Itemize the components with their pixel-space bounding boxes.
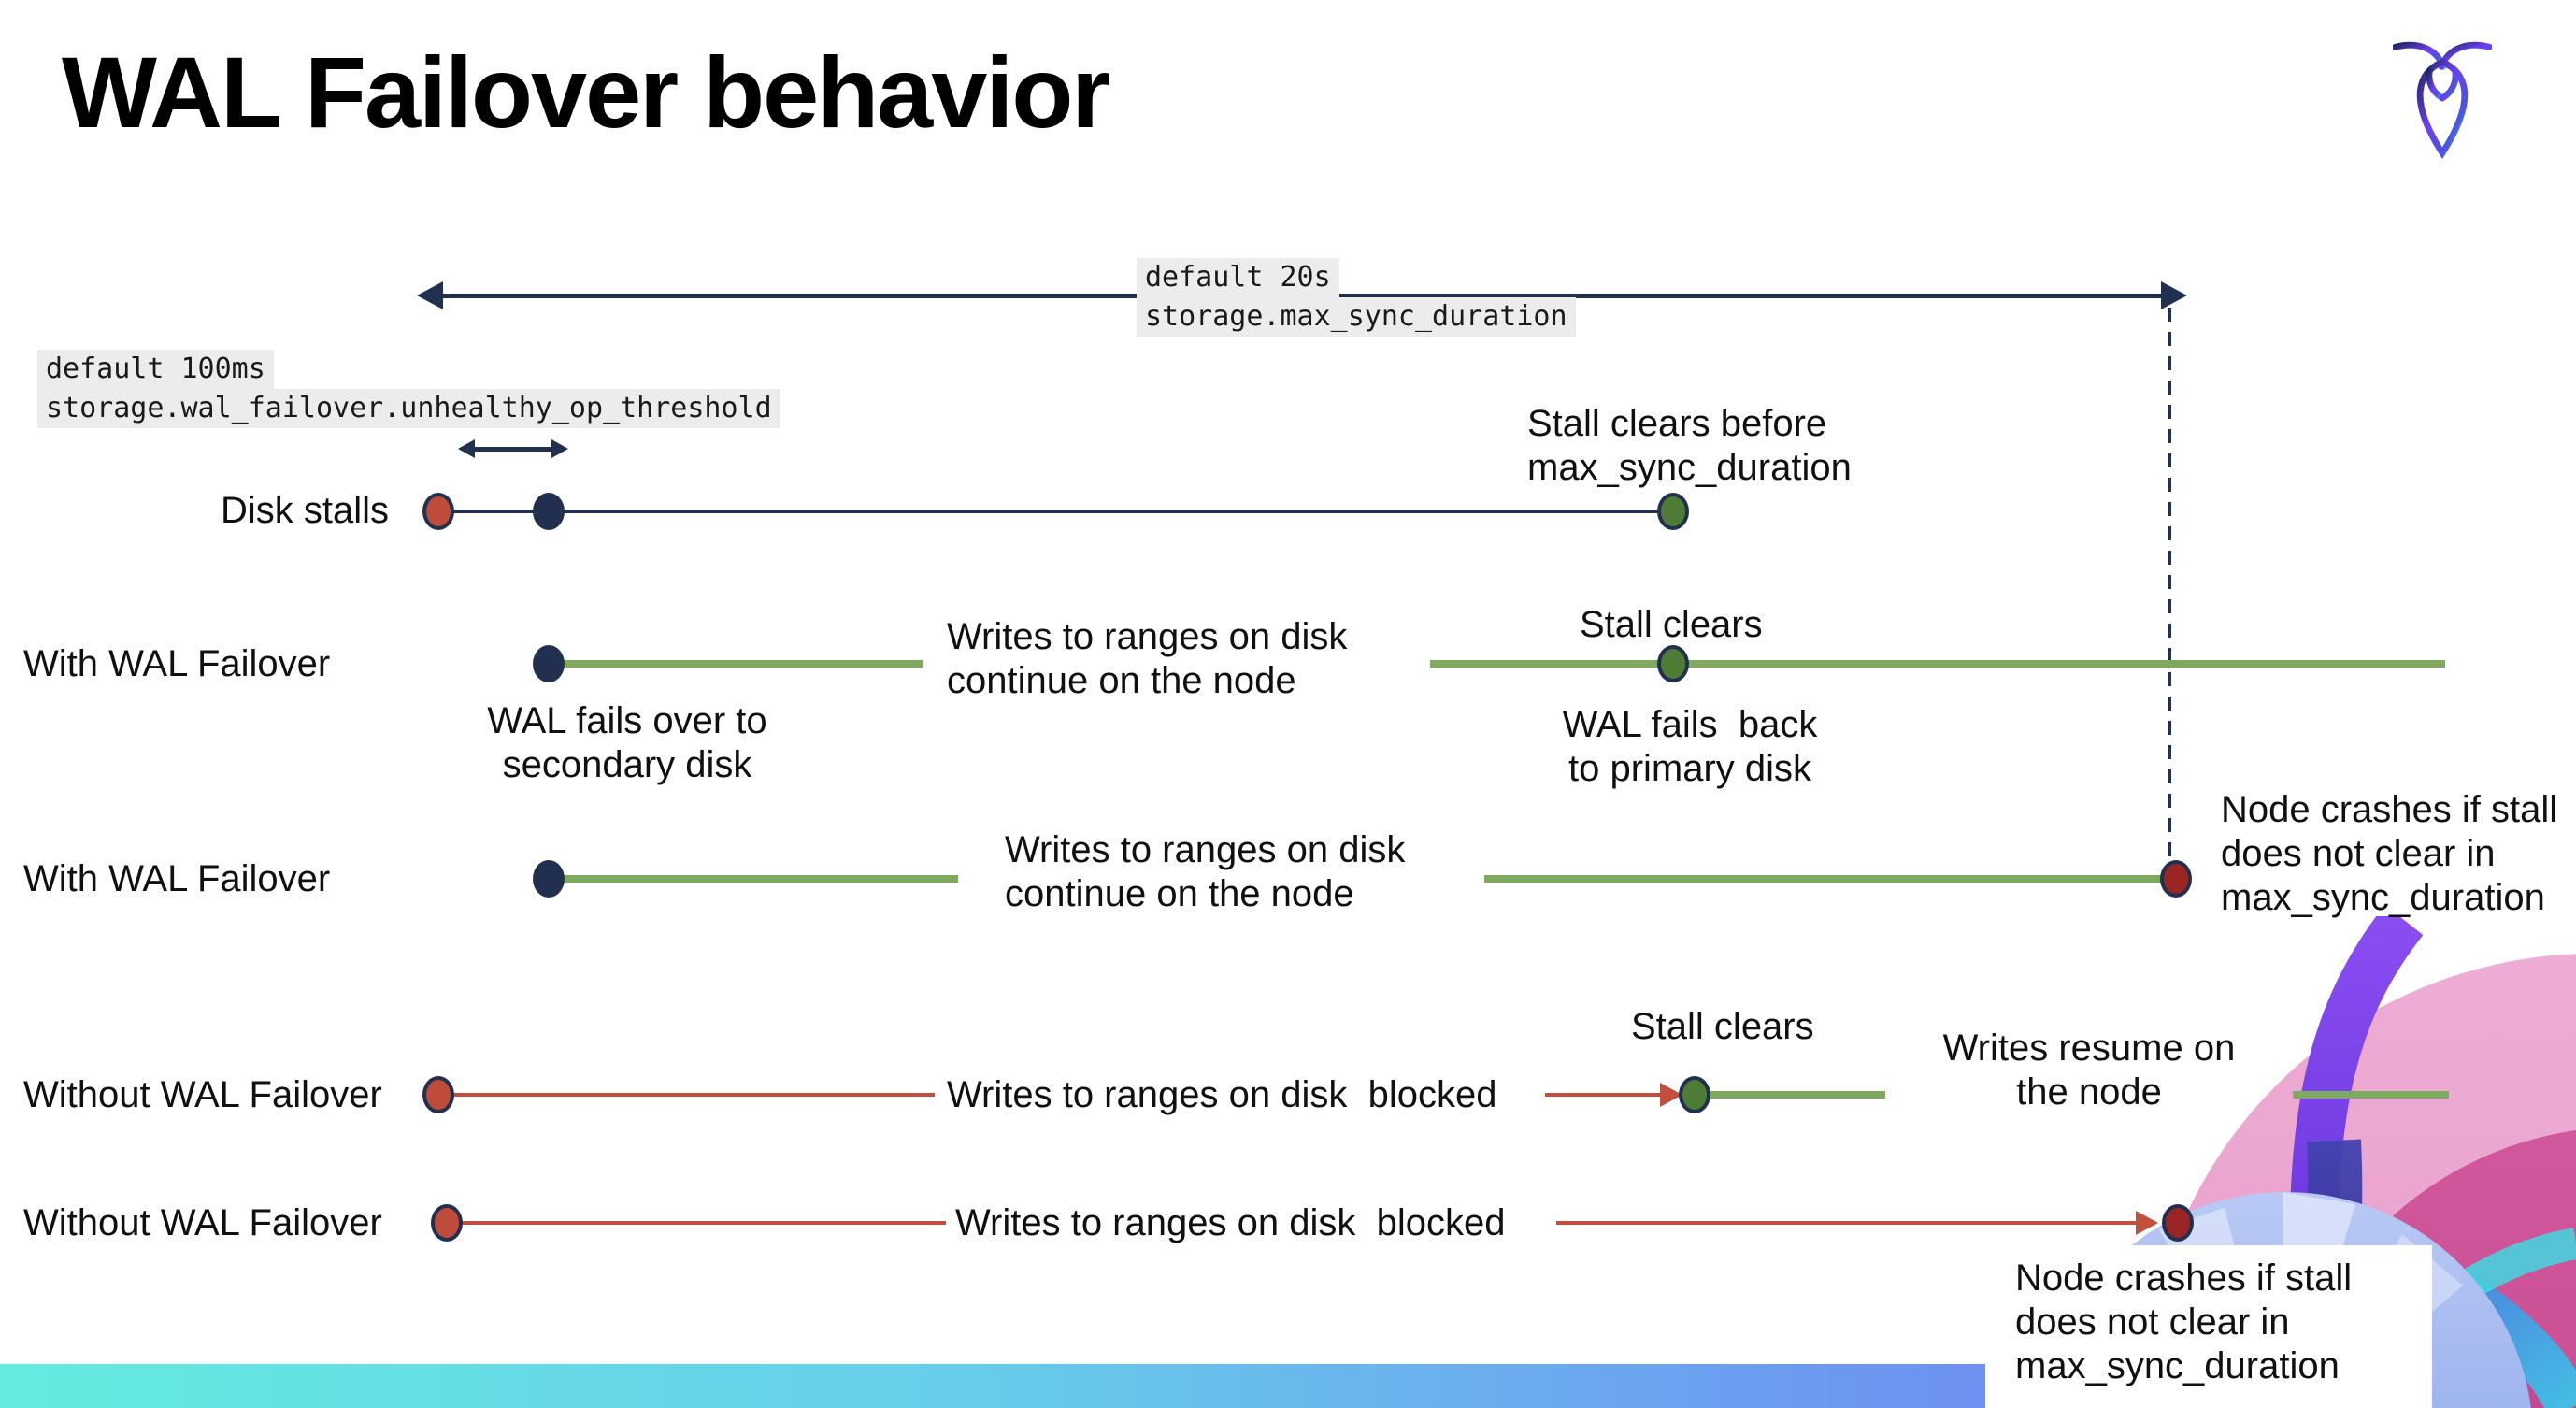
failback-dot <box>1657 645 1689 682</box>
stall-clear-dot <box>1657 493 1689 530</box>
max-sync-default-label: default 20s <box>1137 258 1339 297</box>
row-label-with-wal-failover-2: With WAL Failover <box>23 858 331 899</box>
wowf1-green-line-a <box>1695 1091 1885 1099</box>
wwf2-crash-note: Node crashes if stall does not clear in … <box>2221 789 2558 918</box>
wwf2-writes-note: Writes to ranges on disk continue on the… <box>1005 829 1406 914</box>
threshold-default-label: default 100ms <box>37 350 274 389</box>
wowf2-stall-dot <box>431 1204 463 1242</box>
wowf2-red-line-a <box>447 1221 946 1225</box>
failover-dot <box>533 645 565 682</box>
row-label-without-wal-failover-2: Without WAL Failover <box>23 1202 382 1243</box>
wwf1-failover-note: WAL fails over to secondary disk <box>487 700 767 785</box>
wowf1-red-line-b <box>1545 1093 1667 1097</box>
disk-stalls-line <box>438 510 1673 513</box>
threshold-setting-label: storage.wal_failover.unhealthy_op_thresh… <box>37 389 780 428</box>
wowf2-red-arrowhead <box>2136 1211 2158 1235</box>
cockroach-logo-icon <box>2393 41 2492 159</box>
stall-clears-before-note: Stall clears before max_sync_duration <box>1527 403 1852 488</box>
wwf1-writes-note: Writes to ranges on disk continue on the… <box>947 616 1348 701</box>
wwf1-green-line-b <box>1430 660 2445 668</box>
max-sync-setting-label: storage.max_sync_duration <box>1137 297 1576 337</box>
max-sync-arrowhead-right <box>2161 281 2187 309</box>
wowf2-crash-note: Node crashes if stall does not clear in … <box>2015 1257 2353 1386</box>
wwf1-stall-clears-label: Stall clears <box>1580 604 1763 645</box>
max-sync-arrowhead-left <box>417 281 443 309</box>
wwf1-failback-note: WAL fails back to primary disk <box>1562 704 1818 789</box>
wowf2-crash-dot <box>2162 1204 2194 1242</box>
wowf1-writes-note: Writes to ranges on disk blocked <box>947 1074 1497 1115</box>
threshold-arrow-line <box>473 447 551 452</box>
wowf1-stall-dot <box>422 1076 454 1113</box>
row-label-with-wal-failover-1: With WAL Failover <box>23 643 331 684</box>
wwf1-green-line-a <box>549 660 923 668</box>
wwf2-green-line-a <box>549 875 958 883</box>
crash-dot <box>2160 860 2192 898</box>
wowf2-red-line-b <box>1556 1221 2142 1225</box>
page-title: WAL Failover behavior <box>62 36 1110 149</box>
threshold-dot <box>533 493 565 530</box>
threshold-arrowhead-left <box>458 439 475 458</box>
wwf2-green-line-b <box>1484 875 2173 883</box>
row-label-without-wal-failover-1: Without WAL Failover <box>23 1074 382 1115</box>
max-sync-dashed-timeout-line <box>2168 308 2171 865</box>
failover-dot-2 <box>533 860 565 898</box>
wowf1-red-line-a <box>438 1093 935 1097</box>
wowf1-stall-clears-label: Stall clears <box>1631 1006 1814 1047</box>
row-label-disk-stalls: Disk stalls <box>220 490 389 531</box>
stall-start-dot <box>422 493 454 530</box>
wowf1-green-line-b <box>2293 1091 2449 1099</box>
wowf1-stall-clear-dot <box>1679 1076 1710 1113</box>
wowf2-writes-note: Writes to ranges on disk blocked <box>955 1202 1506 1243</box>
threshold-arrowhead-right <box>551 439 568 458</box>
crash-note-box <box>1985 1245 2432 1408</box>
wowf1-resume-note: Writes resume on the node <box>1942 1027 2236 1113</box>
